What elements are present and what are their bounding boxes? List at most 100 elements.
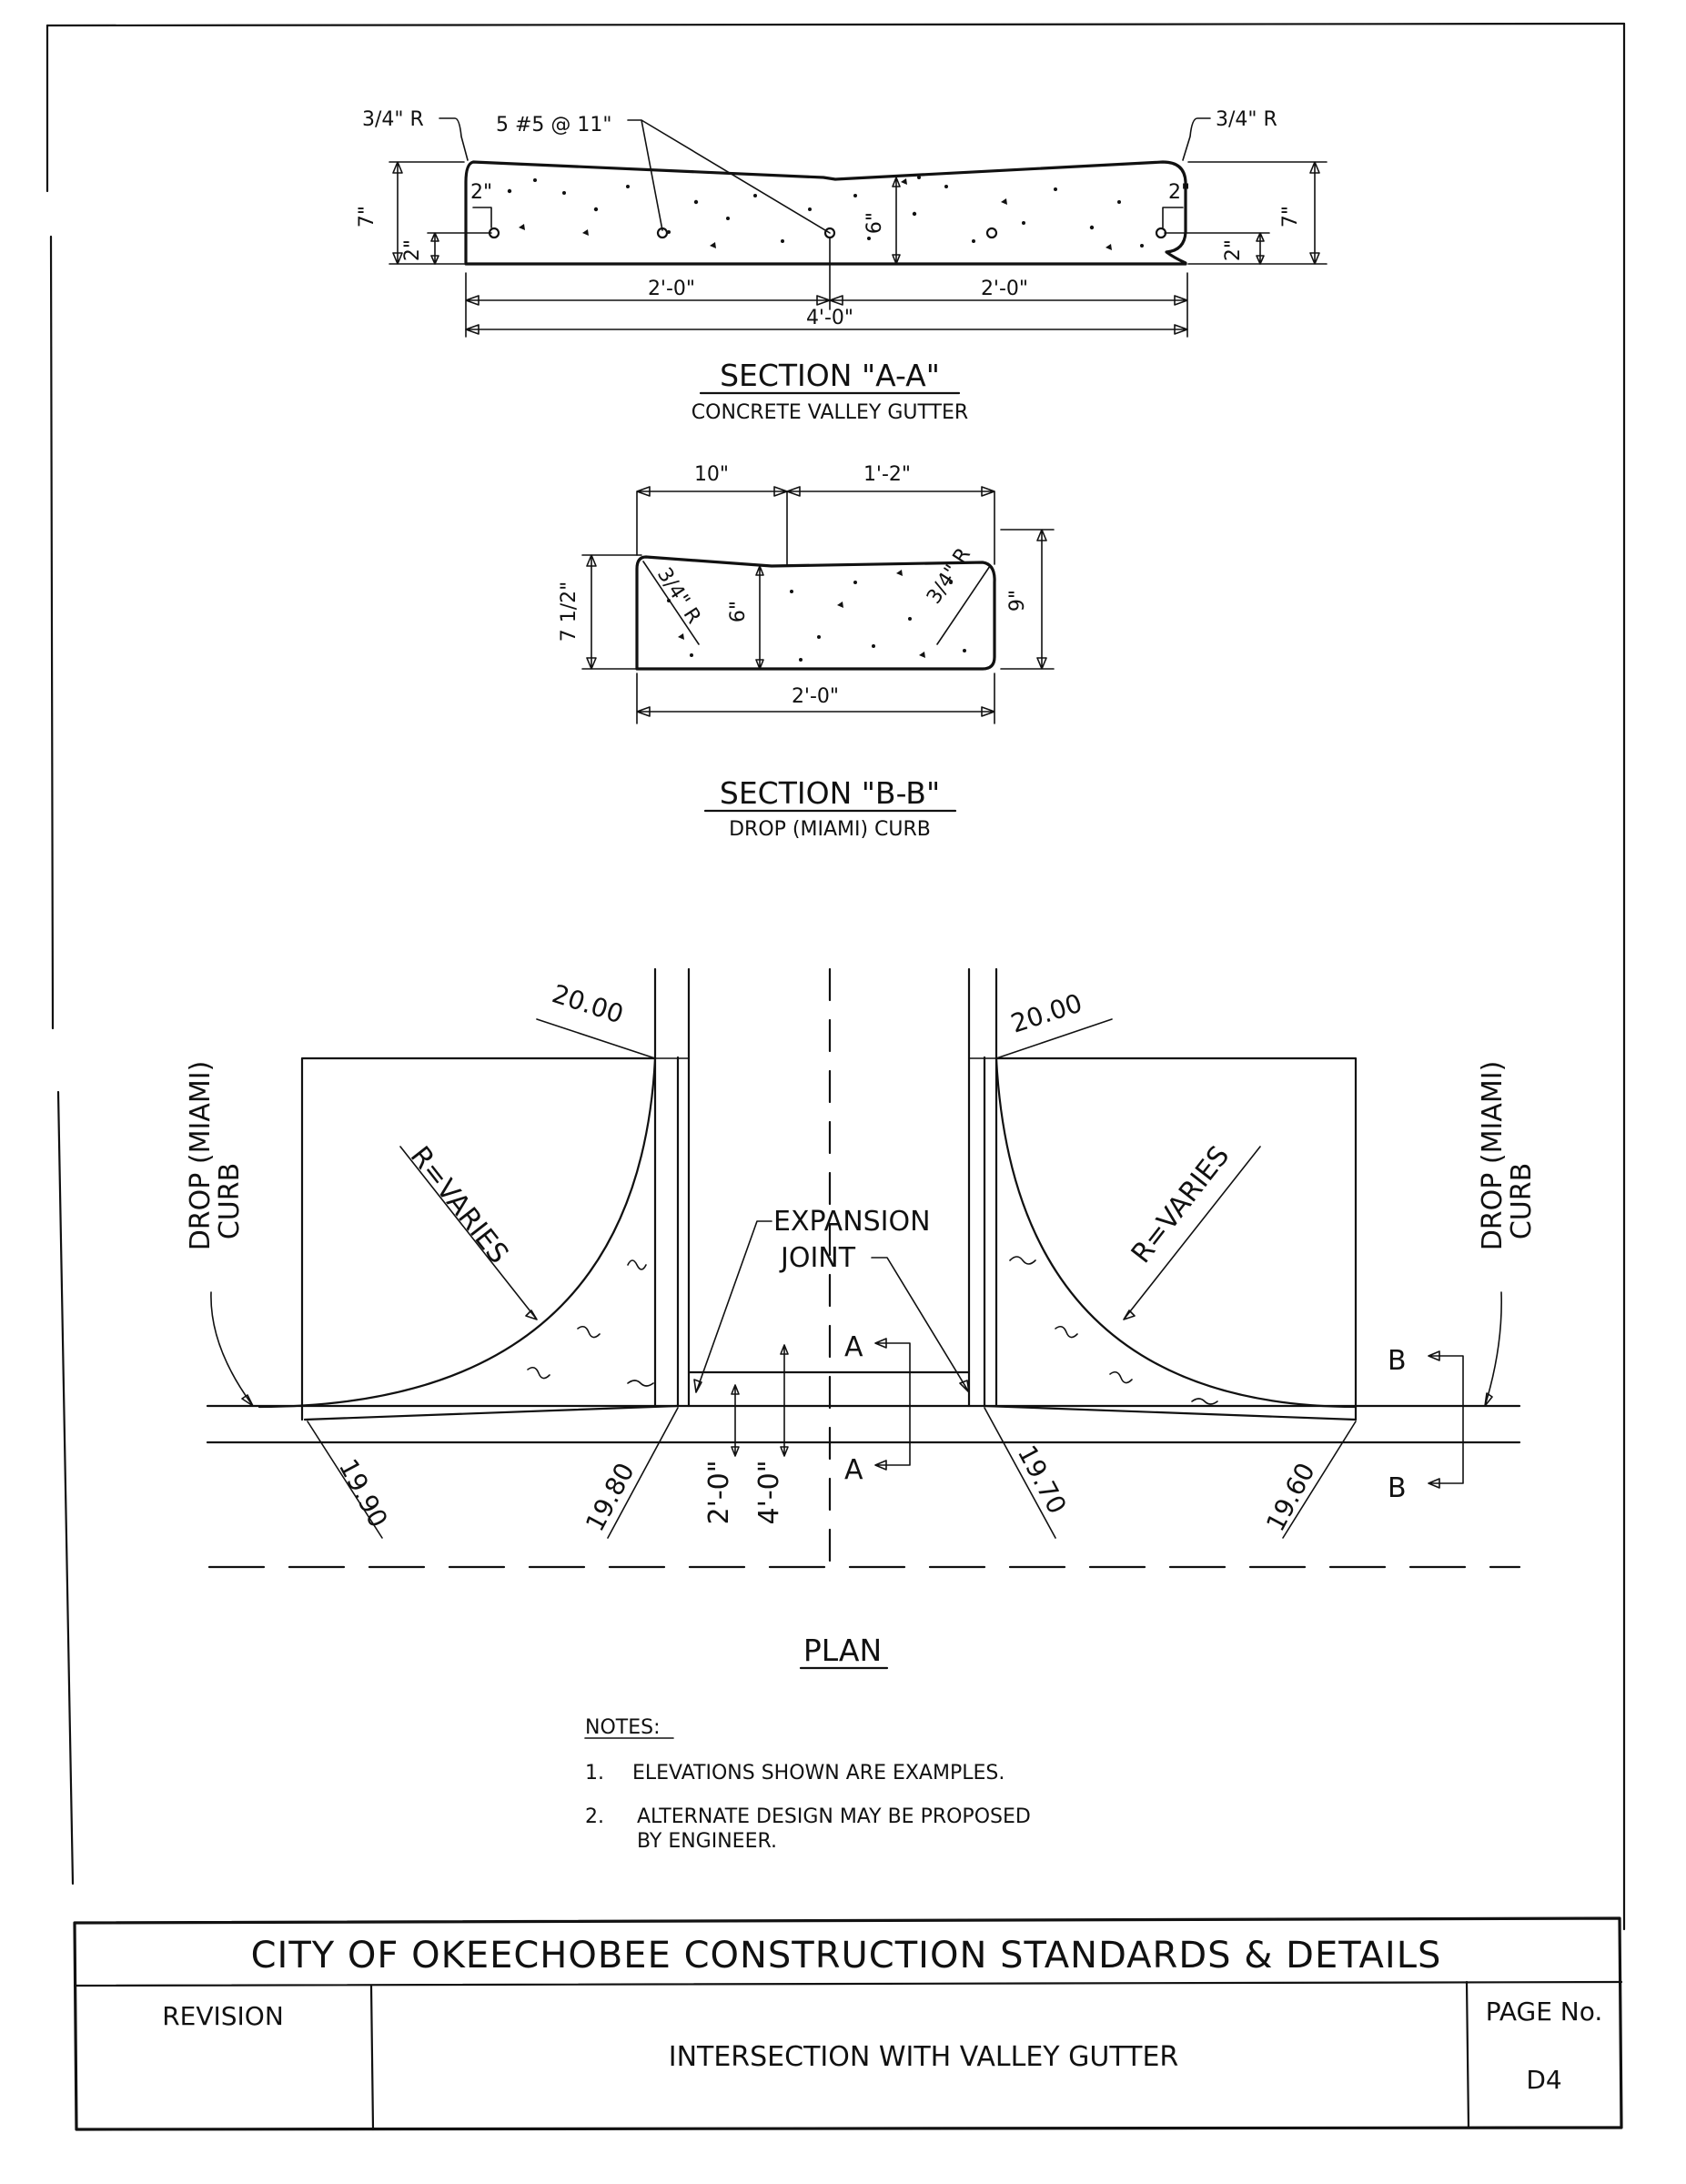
top-left-label: 10" bbox=[694, 463, 729, 486]
radius-b-left-label: 3/4" R bbox=[652, 564, 705, 628]
elev-leader-1 bbox=[307, 1421, 383, 1539]
elev-leader-4 bbox=[1282, 1421, 1357, 1539]
center-depth-b-label: 6" bbox=[727, 601, 750, 622]
radius-varies-left: R=VARIES bbox=[404, 1140, 515, 1269]
dim-half-widths bbox=[465, 238, 1188, 338]
radius-right-label: 3/4" R bbox=[1216, 108, 1277, 131]
section-b-subtitle: DROP (MIAMI) CURB bbox=[729, 818, 931, 841]
cut-line-a bbox=[874, 1338, 911, 1471]
curb-leader-left bbox=[210, 1291, 254, 1407]
expansion-joint-line2: JOINT bbox=[779, 1242, 856, 1274]
page-number: D4 bbox=[1526, 2065, 1561, 2095]
drawing-title: INTERSECTION WITH VALLEY GUTTER bbox=[669, 2041, 1179, 2073]
note-2-number: 2. bbox=[585, 1805, 604, 1828]
cut-a-bottom: A bbox=[844, 1454, 863, 1486]
cut-line-b bbox=[1428, 1350, 1464, 1489]
dim-height-right bbox=[1000, 529, 1055, 670]
dim-height-left bbox=[581, 554, 642, 670]
page-label: PAGE No. bbox=[1486, 1997, 1603, 2027]
elev-2-label: 19.80 bbox=[580, 1458, 641, 1536]
elev-3-label: 19.70 bbox=[1012, 1441, 1073, 1519]
cover-top-right-label: 2" bbox=[1168, 181, 1190, 204]
dim-4ft-label: 4'-0" bbox=[753, 1460, 785, 1524]
curb-left-line2: CURB bbox=[214, 1163, 246, 1239]
section-b-b: 10" 1'-2" 7 1/2" 9" 6" 3/4" R 3/4" R 2'-… bbox=[558, 463, 1055, 841]
cover-bottom-left-label: 2" bbox=[401, 239, 424, 261]
sheet-border bbox=[45, 22, 1626, 1931]
gutter-outline bbox=[464, 160, 1187, 266]
elev-leader-top-right bbox=[968, 1018, 1113, 1059]
curb-right-line1: DROP (MIAMI) bbox=[1477, 1061, 1509, 1251]
note-1-text: ELEVATIONS SHOWN ARE EXAMPLES. bbox=[632, 1762, 1005, 1785]
note-2-text-line1: ALTERNATE DESIGN MAY BE PROPOSED bbox=[637, 1805, 1031, 1828]
corner-box-left bbox=[300, 1057, 657, 1421]
notes: NOTES: 1. ELEVATIONS SHOWN ARE EXAMPLES.… bbox=[584, 1716, 1031, 1853]
surface-marks bbox=[527, 1256, 1218, 1405]
radius-left-label: 3/4" R bbox=[362, 108, 424, 131]
rebar-callout: 5 #5 @ 11" bbox=[496, 114, 612, 136]
elev-4-label: 19.60 bbox=[1260, 1458, 1321, 1536]
rebar-bars bbox=[488, 227, 1167, 239]
top-right-label: 1'-2" bbox=[863, 463, 911, 486]
cover-top-left-label: 2" bbox=[470, 181, 492, 204]
radius-leader-b-right bbox=[936, 565, 991, 645]
curb-left-line1: DROP (MIAMI) bbox=[185, 1061, 217, 1251]
elev-leader-2 bbox=[607, 1407, 679, 1539]
dim-cover-top-right bbox=[1162, 207, 1184, 228]
elev-1-label: 19.90 bbox=[333, 1454, 394, 1532]
height-right-label: 9" bbox=[1006, 590, 1029, 612]
cut-a-top: A bbox=[844, 1331, 863, 1363]
depth-left-label: 7" bbox=[356, 206, 379, 228]
section-a-a: 5 #5 @ 11" 3/4" R 3/4" R 7" 2" 2" 7" 2" … bbox=[356, 108, 1328, 424]
dim-2ft-label: 2'-0" bbox=[703, 1460, 735, 1524]
rebar-leader bbox=[627, 119, 831, 234]
section-b-title: SECTION "B-B" bbox=[720, 775, 940, 811]
dim-top bbox=[636, 486, 995, 567]
dim-center-depth-b bbox=[755, 565, 764, 670]
concrete-stipple bbox=[507, 176, 1144, 250]
height-left-label: 7 1/2" bbox=[558, 581, 581, 642]
dim-cover-bottom-right bbox=[1164, 232, 1270, 265]
curb-stipple bbox=[667, 570, 966, 662]
curb-leader-right bbox=[1484, 1291, 1502, 1407]
half-width-left-label: 2'-0" bbox=[648, 278, 695, 300]
dim-total-width bbox=[465, 324, 1188, 335]
cut-b-top: B bbox=[1388, 1345, 1407, 1377]
cover-bottom-right-label: 2" bbox=[1222, 239, 1245, 261]
note-1-number: 1. bbox=[585, 1762, 604, 1785]
elev-leader-3 bbox=[984, 1407, 1056, 1539]
section-a-title: SECTION "A-A" bbox=[720, 358, 940, 393]
dim-cover-bottom-left bbox=[427, 232, 492, 265]
radius-leader-right bbox=[1182, 117, 1211, 161]
agency-title: CITY OF OKEECHOBEE CONSTRUCTION STANDARD… bbox=[251, 1935, 1442, 1977]
half-width-right-label: 2'-0" bbox=[981, 278, 1028, 300]
dim-gutter-widths bbox=[731, 1344, 789, 1457]
depth-right-label: 7" bbox=[1279, 206, 1302, 228]
joint-leader-left bbox=[693, 1220, 772, 1393]
corner-box-right bbox=[994, 1057, 1358, 1421]
dim-bottom bbox=[636, 672, 995, 724]
section-a-subtitle: CONCRETE VALLEY GUTTER bbox=[692, 401, 968, 424]
valley-flow-line bbox=[303, 1404, 1358, 1421]
radius-arrow-left bbox=[399, 1146, 538, 1320]
elev-top-left-label: 20.00 bbox=[549, 978, 627, 1029]
radius-varies-right: R=VARIES bbox=[1126, 1140, 1237, 1269]
note-2-text-line2: BY ENGINEER. bbox=[637, 1830, 777, 1853]
dim-depth-right bbox=[1187, 161, 1328, 265]
plan-title: PLAN bbox=[803, 1633, 882, 1668]
cut-b-bottom: B bbox=[1388, 1472, 1407, 1504]
dim-depth-left bbox=[389, 161, 465, 265]
plan-view: 20.00 20.00 DROP (MIAMI) CURB DROP (MIAM… bbox=[185, 967, 1538, 1670]
dim-cover-top-left bbox=[472, 207, 492, 228]
revision-label: REVISION bbox=[162, 2001, 284, 2031]
expansion-joint-line1: EXPANSION bbox=[773, 1206, 931, 1238]
center-depth-label: 6" bbox=[863, 212, 886, 234]
curb-right-line2: CURB bbox=[1506, 1163, 1538, 1239]
curb-radius-right bbox=[994, 1057, 1358, 1409]
radius-leader-b-left bbox=[642, 561, 700, 645]
bottom-width-label: 2'-0" bbox=[792, 685, 839, 708]
dim-center-depth bbox=[892, 177, 901, 265]
notes-heading: NOTES: bbox=[585, 1716, 661, 1739]
total-width-label: 4'-0" bbox=[806, 307, 853, 329]
